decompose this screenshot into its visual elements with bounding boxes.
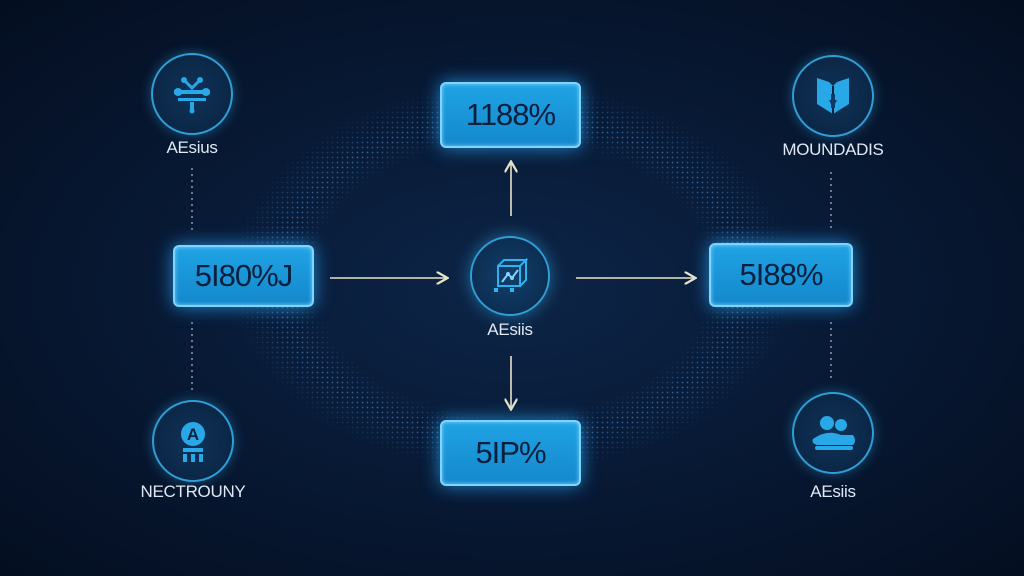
shield-book-icon bbox=[792, 55, 874, 137]
svg-text:A: A bbox=[187, 425, 199, 444]
network-nodes-icon bbox=[151, 53, 233, 135]
data-cube-icon bbox=[470, 236, 550, 316]
value-box-bottom: 5IP% bbox=[440, 420, 581, 486]
label-top-left: AEsius bbox=[166, 138, 218, 157]
value-bottom-text: 5IP% bbox=[475, 435, 546, 470]
value-box-right: 5I88% bbox=[709, 243, 853, 307]
person-a-icon: A bbox=[152, 400, 234, 482]
value-box-top: 1188% bbox=[440, 82, 581, 148]
value-box-left: 5I80%J bbox=[173, 245, 314, 307]
value-right-text: 5I88% bbox=[739, 257, 824, 292]
label-top-right: MOUNDADIS bbox=[782, 140, 884, 159]
value-left-text: 5I80%J bbox=[194, 258, 293, 293]
label-bottom-left: NECTROUNY bbox=[140, 482, 246, 501]
people-group-icon bbox=[792, 392, 874, 474]
value-top-text: 1188% bbox=[465, 97, 556, 132]
label-hub: AEsiis bbox=[487, 320, 533, 339]
label-bottom-right: AEsiis bbox=[810, 482, 856, 501]
